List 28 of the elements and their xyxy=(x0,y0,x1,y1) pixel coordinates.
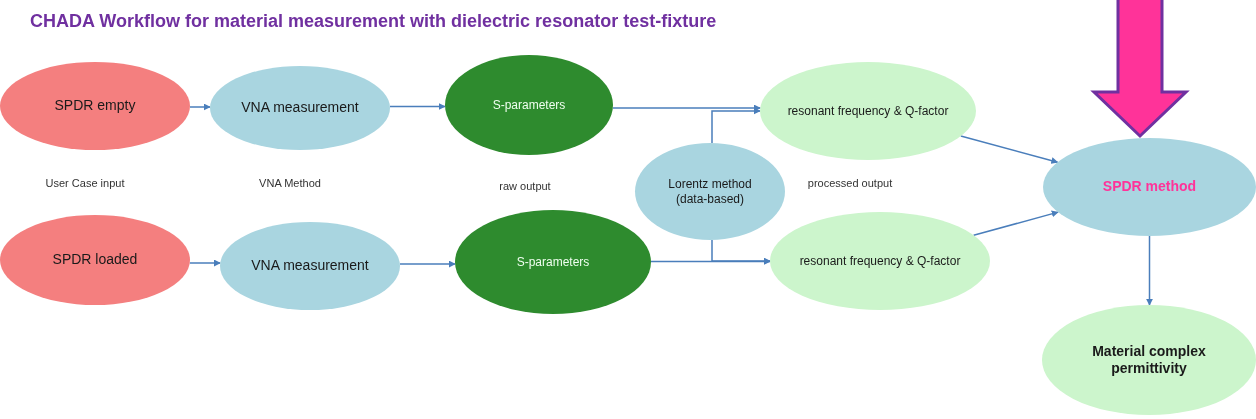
node-label: resonant frequency & Q-factor xyxy=(799,253,961,269)
arrow xyxy=(189,259,221,267)
arrow xyxy=(960,135,1059,164)
stage-label: raw output xyxy=(498,179,552,194)
arrow xyxy=(189,103,211,111)
arrow xyxy=(612,104,761,112)
node-label: VNA measurement xyxy=(251,257,369,275)
node-label: SPDR empty xyxy=(54,97,136,115)
stage-label: VNA Method xyxy=(258,176,322,191)
arrow xyxy=(972,210,1059,237)
stage-label: User Case input xyxy=(44,176,126,191)
node-label: resonant frequency & Q-factor xyxy=(787,103,949,119)
arrow xyxy=(389,103,446,110)
node-label: Material complex permittivity xyxy=(1091,342,1207,378)
node-label: Lorentz method (data-based) xyxy=(667,176,753,207)
diagram-title: CHADA Workflow for material measurement with dielectric resonator test-fixture xyxy=(30,10,717,33)
node-label: S-parameters xyxy=(492,97,566,113)
node-label: S-parameters xyxy=(516,254,590,270)
block-arrow xyxy=(1090,0,1190,139)
node-label: SPDR method xyxy=(1102,178,1197,196)
arrow xyxy=(711,107,761,144)
arrow xyxy=(1146,235,1153,306)
node-label: SPDR loaded xyxy=(52,251,138,269)
stage-label: processed output xyxy=(806,176,894,191)
node-label: VNA measurement xyxy=(241,99,359,117)
arrow xyxy=(711,239,771,265)
arrow xyxy=(650,258,771,265)
arrow xyxy=(399,260,456,268)
